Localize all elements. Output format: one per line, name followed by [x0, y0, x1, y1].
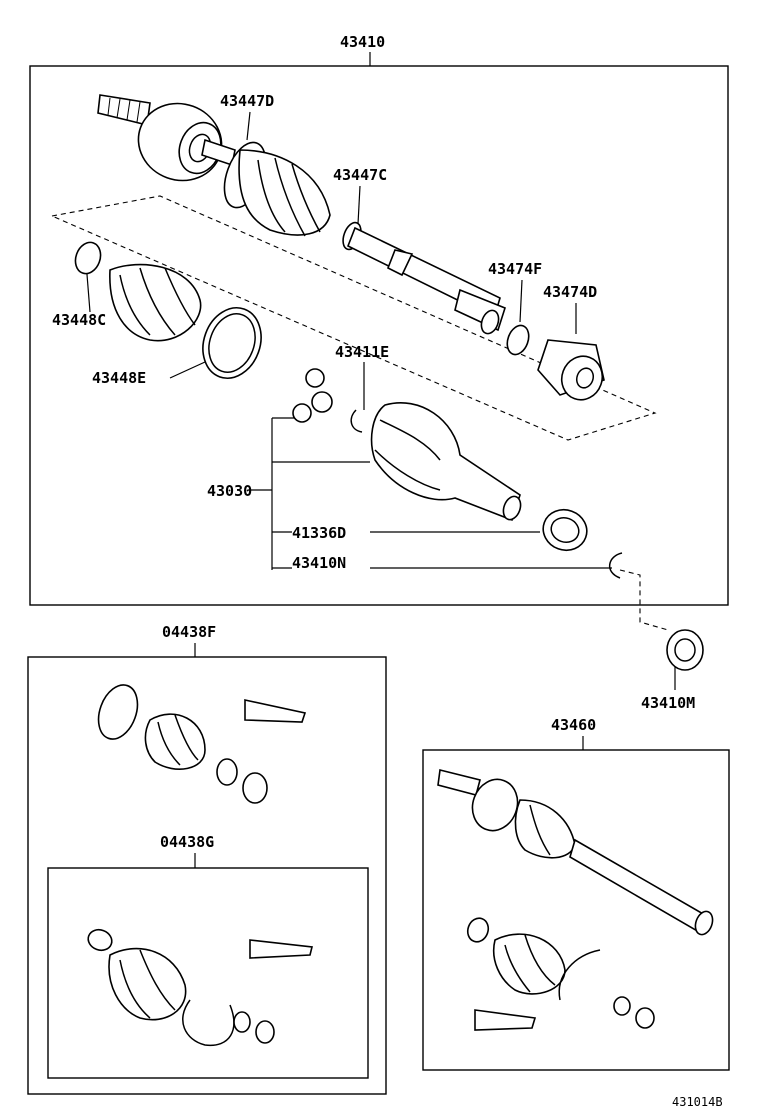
label-43460: 43460	[551, 716, 596, 734]
diagram-id: 431014B	[672, 1095, 723, 1109]
snap-ring-43411e	[350, 409, 363, 433]
outboard-shaft	[97, 94, 506, 335]
tripod-43030	[292, 368, 333, 423]
label-43410m: 43410M	[641, 694, 695, 712]
dashed-guides	[51, 195, 669, 631]
boot-kit-04438f	[97, 684, 307, 804]
label-43448c: 43448C	[52, 311, 106, 329]
damper-43474d	[537, 339, 605, 401]
label-43410n: 43410N	[292, 554, 346, 572]
frame-shaft-assy	[29, 65, 729, 606]
frame-boot-kit-outer	[27, 656, 387, 1095]
label-43447d: 43447D	[220, 92, 274, 110]
label-43474d: 43474D	[543, 283, 597, 301]
shaft-assy-43460	[437, 769, 714, 1031]
inboard-joint-43030	[370, 402, 522, 522]
label-41336d: 41336D	[292, 524, 346, 542]
frame-boot-kit-inner	[47, 867, 369, 1079]
label-04438f: 04438F	[162, 623, 216, 641]
frame-shaft-assy-alt	[422, 749, 730, 1071]
label-43447c: 43447C	[333, 166, 387, 184]
leader-lines	[85, 52, 676, 868]
inner-boot-set	[74, 241, 262, 379]
label-43410: 43410	[340, 33, 385, 51]
snap-ring-43410n	[609, 552, 623, 579]
label-43030: 43030	[207, 482, 252, 500]
bearing-43410m	[666, 629, 704, 671]
label-43411e: 43411E	[335, 343, 389, 361]
snap-ring-43474f	[506, 324, 530, 356]
boot-kit-04438g	[87, 928, 313, 1046]
label-43474f: 43474F	[488, 260, 542, 278]
oil-seal-41336d	[542, 508, 588, 552]
label-43448e: 43448E	[92, 369, 146, 387]
label-04438g: 04438G	[160, 833, 214, 851]
